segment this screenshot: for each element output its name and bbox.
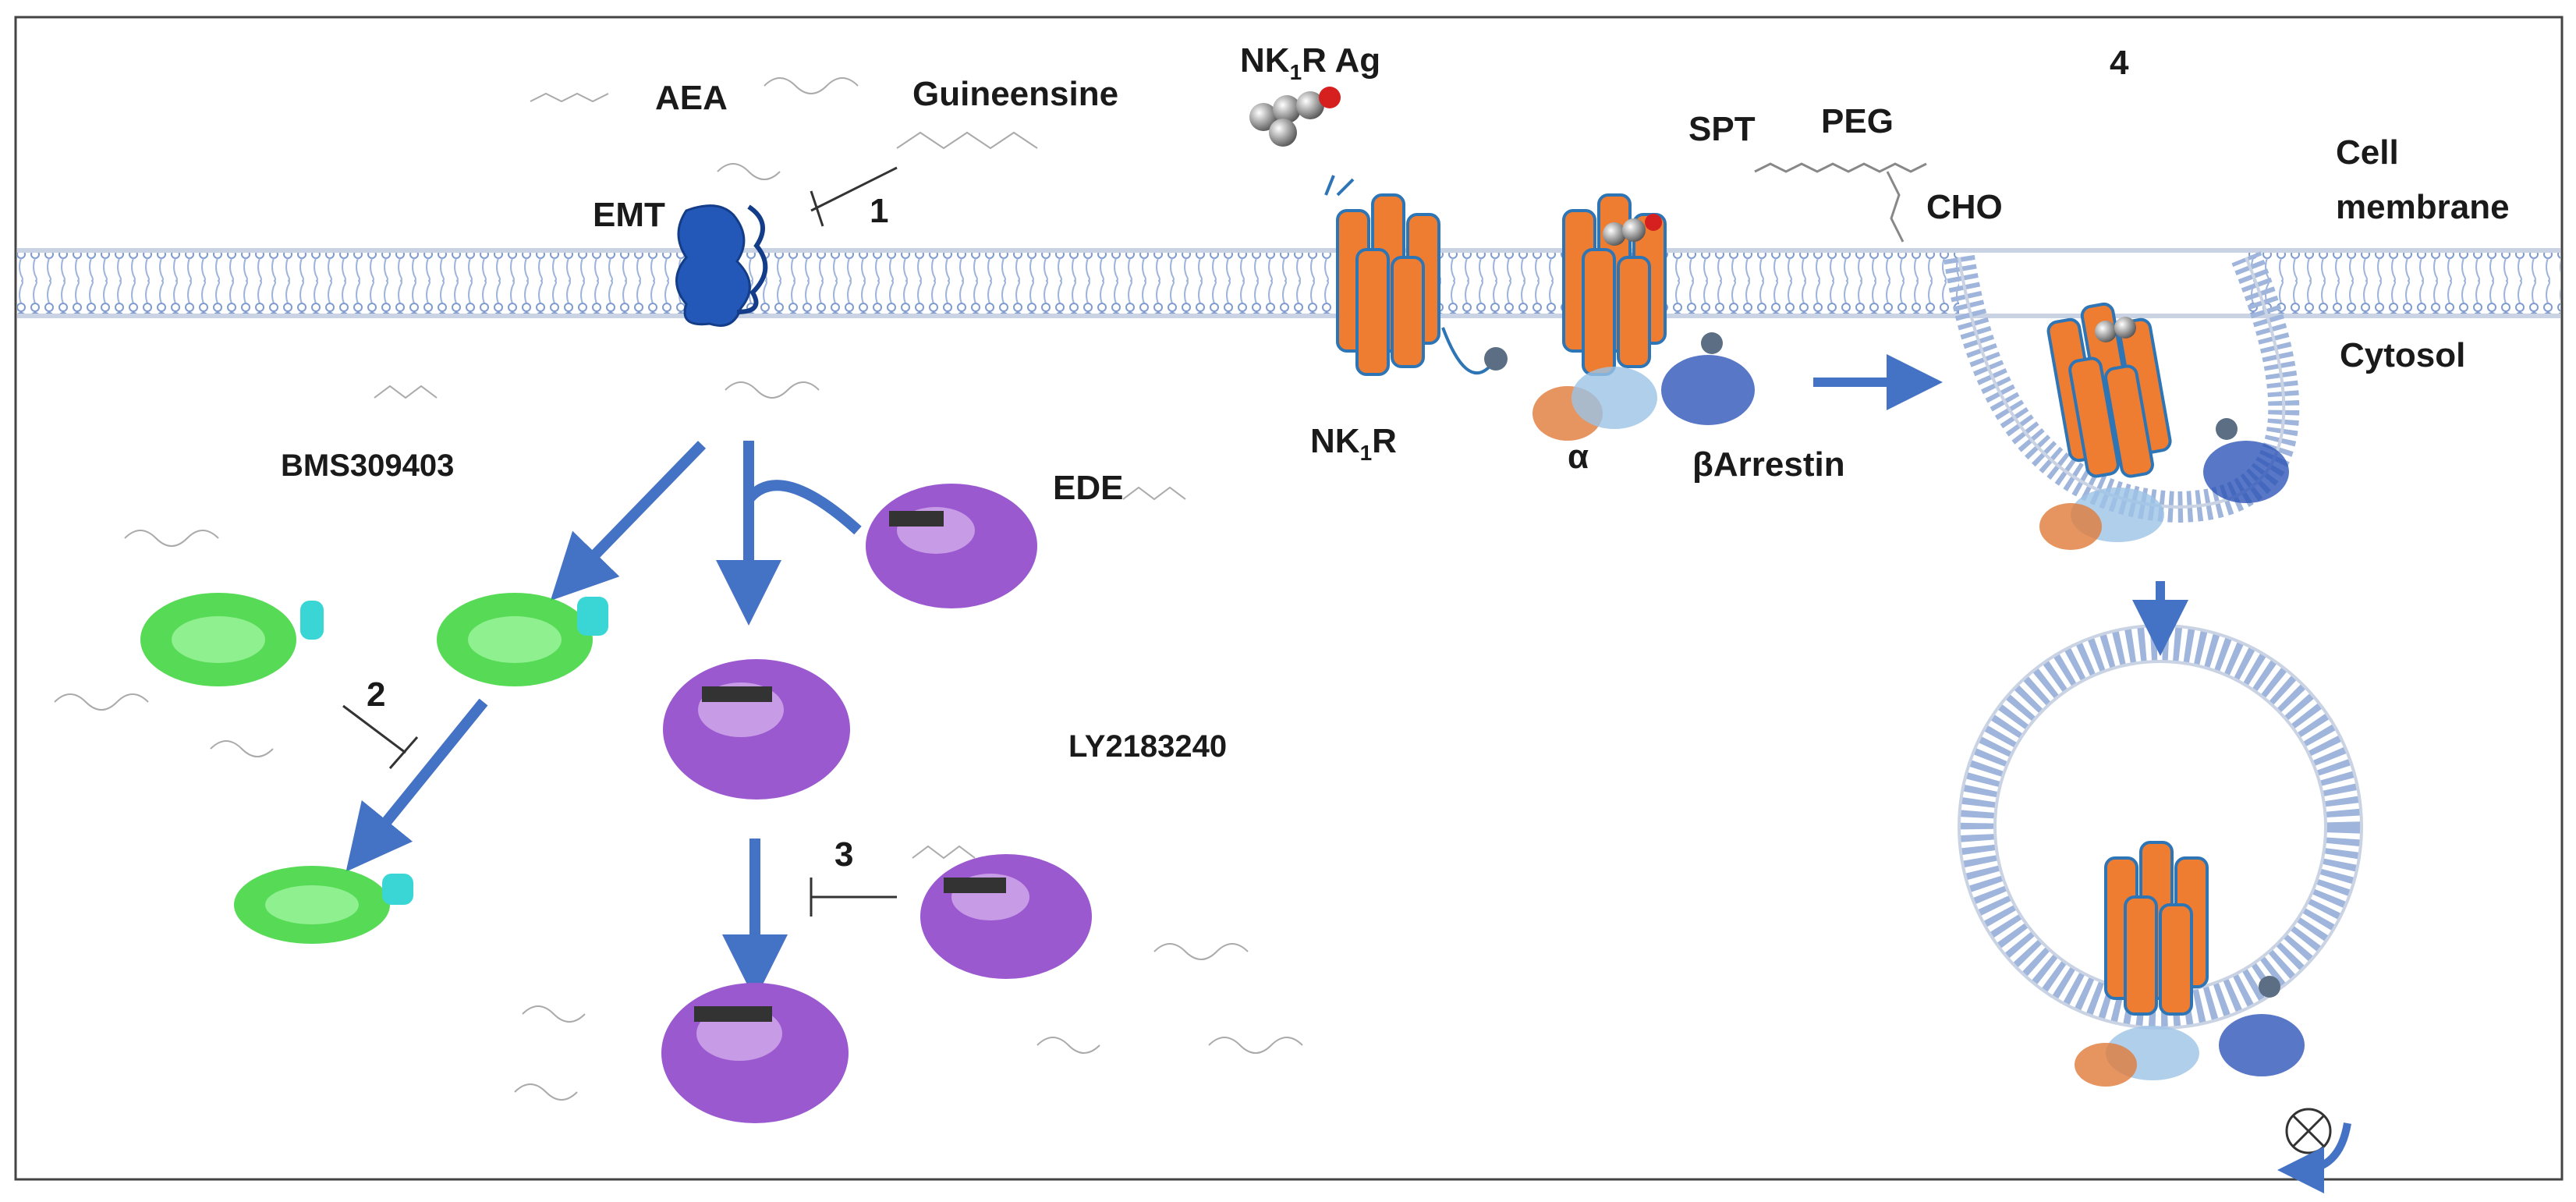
faah-enzyme-4 — [661, 983, 849, 1123]
fabp-protein-2 — [437, 593, 608, 686]
cytosol-label: Cytosol — [2340, 336, 2465, 374]
faah-enzyme-inhibited — [920, 854, 1092, 979]
emt-transporter — [675, 204, 768, 327]
alpha-label: α — [1568, 438, 1589, 476]
step-4-label: 4 — [2110, 44, 2129, 82]
beta-arrestin-label: βArrestin — [1692, 445, 1845, 484]
beta-arrestin-protein — [1661, 355, 1755, 425]
inhibition-bar-2 — [388, 736, 419, 769]
emt-label: EMT — [593, 196, 665, 234]
step-1-label: 1 — [870, 192, 888, 230]
fabp-protein-1 — [140, 593, 324, 686]
nk1r-receptor-endosome — [2075, 841, 2305, 1087]
faah-enzyme-ede — [866, 484, 1037, 608]
pathway-arrows-left — [345, 441, 862, 1000]
g-protein-alpha — [1532, 367, 1657, 441]
spt-label: SPT — [1688, 110, 1756, 148]
ly2183240-label: LY2183240 — [1068, 729, 1227, 764]
recycling-icon — [2277, 1108, 2351, 1193]
step-3-label: 3 — [834, 835, 853, 874]
ede-label: EDE — [1053, 469, 1123, 507]
fabp-protein-3 — [234, 866, 413, 944]
inhibition-line-2 — [342, 704, 406, 754]
guineensine-label: Guineensine — [912, 75, 1118, 113]
figure-frame — [14, 16, 2564, 1181]
membrane-invagination — [1944, 251, 2300, 523]
nk1r-ag-label: NK1R Ag — [1240, 41, 1380, 84]
nk1r-receptor-internalizing — [2039, 302, 2289, 550]
cell-membrane-label-line2: membrane — [2336, 188, 2510, 226]
nk1r-receptor-2 — [1562, 193, 1723, 376]
nk1r-receptor-1 — [1324, 175, 1508, 376]
aea-label: AEA — [655, 79, 728, 117]
spt-peg-cho-conjugate — [1754, 162, 1927, 243]
aea-molecule-sketches — [54, 77, 1303, 1101]
cell-membrane-label-line1: Cell — [2336, 133, 2399, 172]
nk1r-label: NK1R — [1310, 422, 1397, 465]
nk1r-agonist-molecule — [1249, 87, 1341, 147]
cell-membrane — [17, 248, 2560, 318]
inhibition-bar-1 — [810, 190, 824, 227]
inhibition-line-1 — [810, 166, 898, 212]
cho-label: CHO — [1926, 188, 2003, 226]
peg-label: PEG — [1821, 102, 1894, 140]
faah-enzyme-2 — [663, 659, 850, 800]
step-2-label: 2 — [367, 675, 385, 714]
bms309403-label: BMS309403 — [281, 449, 454, 483]
